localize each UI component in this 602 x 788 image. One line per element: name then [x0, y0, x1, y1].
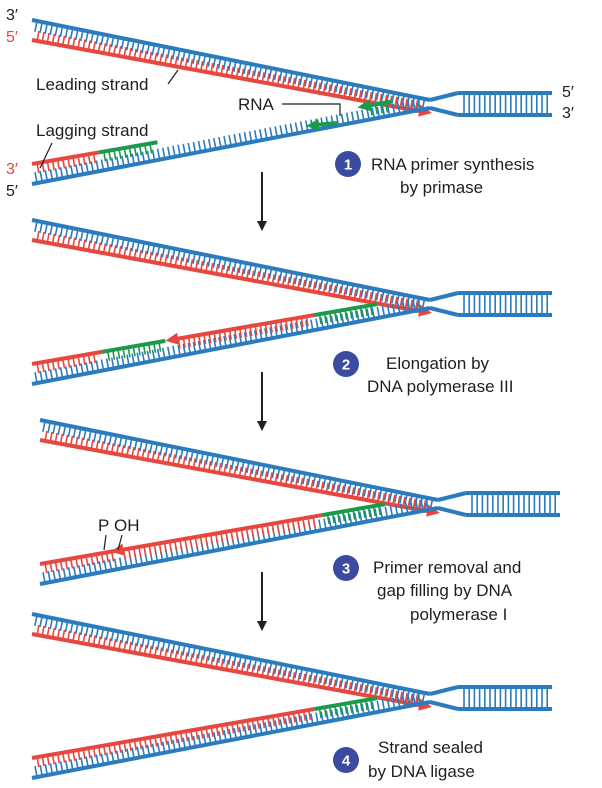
label-3prime-right: 3′ — [562, 105, 574, 122]
okazaki-fragment — [31, 707, 315, 768]
stage-3-helix — [39, 418, 560, 586]
label-leading-strand: Leading strand — [36, 75, 148, 94]
label-5prime-lagging: 5′ — [6, 183, 18, 200]
step-caption-line: RNA primer synthesis — [371, 155, 534, 174]
label-phosphate: P — [98, 516, 109, 535]
okazaki-fragment — [172, 313, 315, 349]
step-2: 2 Elongation by DNA polymerase III — [333, 351, 513, 396]
parental-base-pairs — [463, 293, 548, 315]
step-caption-line: polymerase I — [410, 605, 507, 624]
stage-2-helix — [31, 218, 552, 386]
okazaki-fragment — [31, 349, 103, 374]
label-hydroxyl: OH — [114, 516, 140, 535]
step-number: 2 — [342, 357, 350, 374]
leading-new-strand — [39, 430, 433, 514]
okazaki-fragment — [118, 513, 323, 560]
label-5prime-right: 5′ — [562, 84, 574, 101]
parental-base-pairs — [471, 493, 556, 515]
leading-new-strand — [31, 30, 425, 114]
step-caption-line: Primer removal and — [373, 558, 521, 577]
lagging-template-strand — [31, 692, 431, 780]
rna-pointer — [282, 103, 341, 116]
lagging-template-strand — [31, 98, 431, 186]
step-1: 1 RNA primer synthesis by primase — [335, 151, 534, 197]
step-number: 4 — [342, 753, 351, 770]
step-caption-line: Strand sealed — [378, 738, 483, 757]
rna-primer — [321, 502, 386, 525]
leading-template-strand — [31, 612, 431, 704]
primer-arrowhead — [306, 118, 320, 131]
stage-1-helix — [31, 18, 552, 186]
lagging-strand-pointer — [39, 142, 53, 169]
step-caption-line: by primase — [400, 178, 483, 197]
label-rna: RNA — [238, 95, 275, 114]
step-badge — [333, 555, 359, 581]
parental-base-pairs — [463, 93, 548, 115]
step-badge — [333, 351, 359, 377]
leading-template-strand — [39, 418, 439, 510]
leading-new-strand — [31, 230, 425, 314]
step-caption-line: Elongation by — [386, 354, 490, 373]
step-3: 3 Primer removal and gap filling by DNA … — [333, 555, 521, 624]
label-lagging-strand: Lagging strand — [36, 121, 148, 140]
stage-1-primer-synthesis: 3′ 5′ 5′ 3′ 3′ 5′ Leading strand Lagging… — [6, 7, 574, 200]
parental-base-pairs — [463, 687, 548, 709]
step-caption-line: by DNA ligase — [368, 762, 475, 781]
rna-primer — [102, 338, 166, 361]
step-number: 1 — [344, 157, 352, 174]
okazaki-fragment — [39, 548, 119, 574]
lagging-synthesis-arrow — [357, 99, 372, 112]
rna-primer — [98, 140, 158, 162]
label-3prime-lagging: 3′ — [6, 161, 18, 178]
step-number: 3 — [342, 561, 350, 578]
lagging-synthesis-arrow — [110, 543, 125, 556]
stage-4-helix — [31, 612, 552, 780]
rna-primer — [313, 302, 378, 325]
hydroxyl-pointer — [117, 534, 123, 551]
leading-new-strand — [31, 624, 425, 708]
step-badge — [335, 151, 361, 177]
leading-template-strand — [31, 18, 431, 110]
stage-4-ligation — [31, 612, 552, 780]
label-5prime-top: 5′ — [6, 29, 18, 46]
label-3prime-top: 3′ — [6, 7, 18, 24]
step-badge — [333, 747, 359, 773]
rna-primer — [313, 696, 378, 719]
stage-3-primer-removal: P OH — [39, 418, 560, 586]
step-caption-line: DNA polymerase III — [367, 377, 513, 396]
leading-template-strand — [31, 218, 431, 310]
lagging-synthesis-arrow — [165, 332, 180, 345]
lagging-template-strand — [31, 298, 431, 386]
step-caption-line: gap filling by DNA — [377, 581, 513, 600]
phosphate-pointer — [103, 534, 107, 551]
stage-2-elongation — [31, 218, 552, 386]
leading-strand-pointer — [167, 69, 179, 85]
step-4: 4 Strand sealed by DNA ligase — [333, 738, 483, 781]
